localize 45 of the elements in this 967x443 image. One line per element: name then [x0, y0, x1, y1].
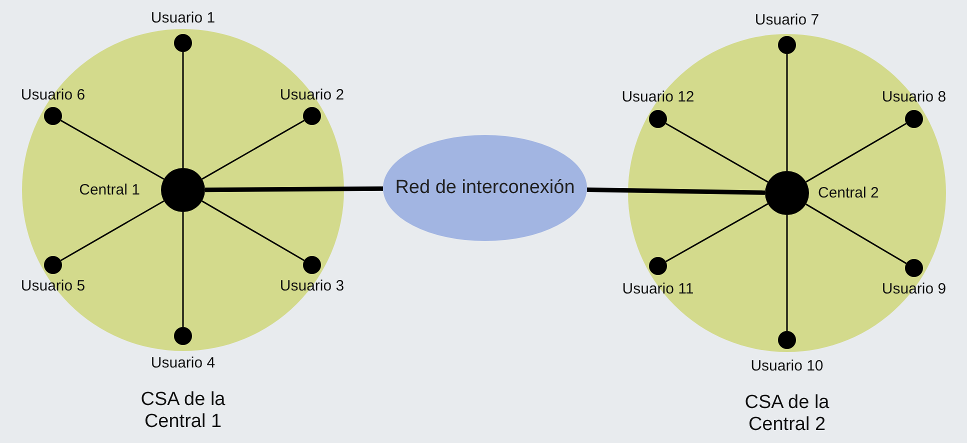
- central-label: Central 2: [818, 184, 880, 202]
- subscriber-line: [202, 120, 305, 180]
- subscriber-line: [806, 204, 907, 264]
- user-label: Usuario 2: [278, 86, 346, 104]
- user-terminal-dot: [649, 257, 667, 275]
- user-label: Usuario 10: [750, 357, 824, 375]
- user-terminal-dot: [174, 34, 192, 52]
- trunk-link: [586, 187, 766, 195]
- user-terminal-dot: [303, 256, 321, 274]
- user-terminal-dot: [905, 110, 923, 128]
- subscriber-line: [60, 200, 164, 262]
- subscriber-line: [665, 122, 768, 183]
- subscriber-line: [665, 203, 768, 262]
- user-terminal-dot: [778, 36, 796, 54]
- user-label: Usuario 3: [278, 277, 346, 295]
- area-caption: CSA de la Central 2: [744, 392, 830, 436]
- user-terminal-dot: [905, 259, 923, 277]
- user-label: Usuario 7: [754, 11, 820, 29]
- user-label: Usuario 11: [621, 280, 695, 298]
- area-caption: CSA de la Central 1: [140, 389, 226, 433]
- subscriber-line: [182, 52, 184, 168]
- central-label: Central 1: [78, 181, 140, 199]
- central-office-dot: [161, 168, 205, 212]
- subscriber-line: [182, 212, 184, 327]
- user-terminal-dot: [44, 256, 62, 274]
- subscriber-line: [806, 122, 907, 183]
- subscriber-line: [60, 120, 164, 180]
- central-office-dot: [765, 171, 809, 215]
- user-label: Usuario 8: [880, 88, 948, 106]
- user-terminal-dot: [174, 327, 192, 345]
- user-label: Usuario 12: [620, 88, 696, 106]
- trunk-link: [204, 186, 384, 192]
- user-label: Usuario 5: [20, 277, 86, 295]
- subscriber-line: [202, 200, 305, 262]
- user-terminal-dot: [649, 110, 667, 128]
- user-terminal-dot: [778, 331, 796, 349]
- user-label: Usuario 1: [150, 9, 216, 27]
- user-terminal-dot: [303, 107, 321, 125]
- user-label: Usuario 6: [20, 86, 86, 104]
- subscriber-line: [786, 54, 788, 171]
- node-label: Red de interconexión: [394, 176, 576, 200]
- subscriber-line: [786, 215, 788, 331]
- user-terminal-dot: [44, 107, 62, 125]
- user-label: Usuario 9: [880, 280, 948, 298]
- user-label: Usuario 4: [150, 354, 216, 372]
